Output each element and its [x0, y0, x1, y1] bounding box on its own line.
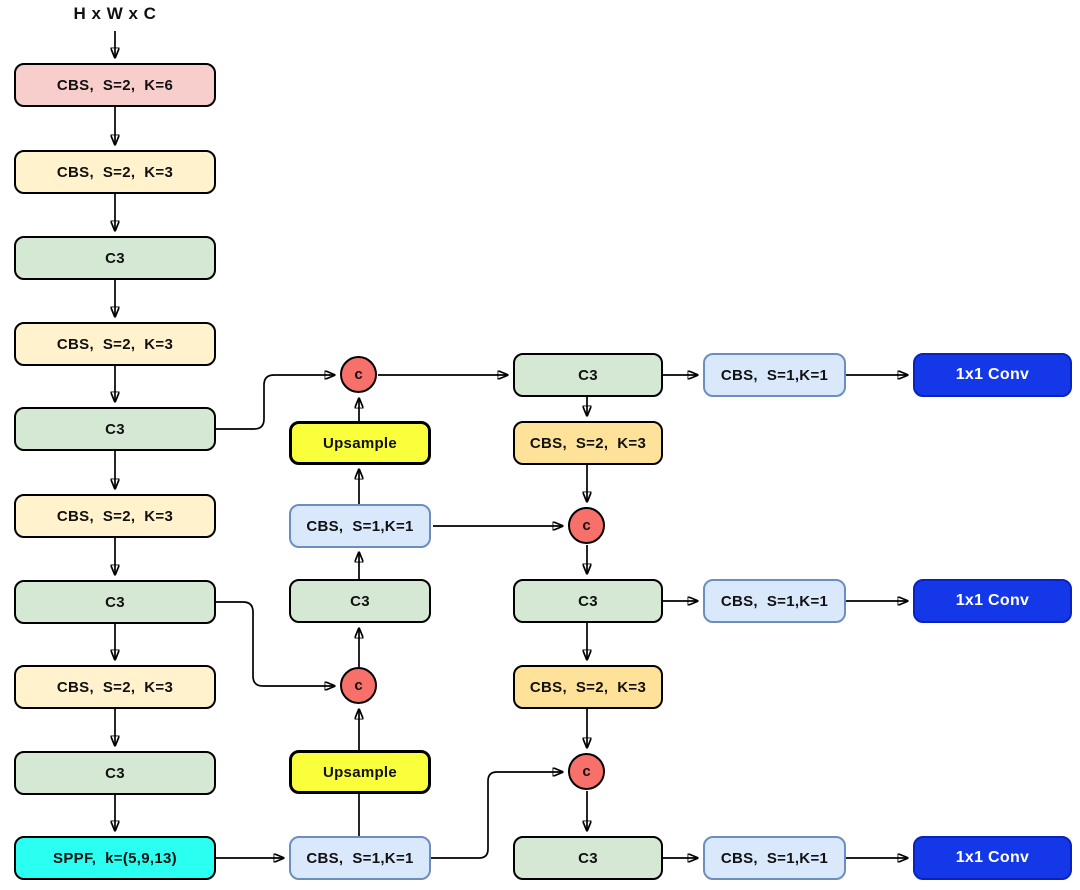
backbone-c3-box-3: C3 — [14, 580, 216, 624]
neck-cbs-box-2: CBS, S=1,K=1 — [289, 836, 431, 880]
conv-1x1-box-3: 1x1 Conv — [913, 836, 1072, 880]
conv-1x1-box-2: 1x1 Conv — [913, 579, 1072, 623]
output-cbs-box-3: CBS, S=1,K=1 — [703, 836, 846, 880]
head-cbs-down-box-2: CBS, S=2, K=3 — [513, 665, 663, 709]
backbone-cbs-box-1: CBS, S=2, K=3 — [14, 150, 216, 194]
head-c3-box-p3: C3 — [513, 353, 663, 397]
backbone-cbs-box-4: CBS, S=2, K=3 — [14, 665, 216, 709]
backbone-c3-box-2: C3 — [14, 407, 216, 451]
conv-1x1-box-1: 1x1 Conv — [913, 353, 1072, 397]
backbone-cbs-k6-box: CBS, S=2, K=6 — [14, 63, 216, 107]
backbone-c3-box-1: C3 — [14, 236, 216, 280]
concat-circle-4: c — [568, 753, 605, 790]
neck-cbs-box-1: CBS, S=1,K=1 — [289, 504, 431, 548]
head-c3-box-p4: C3 — [513, 579, 663, 623]
backbone-c3-box-4: C3 — [14, 751, 216, 795]
output-cbs-box-1: CBS, S=1,K=1 — [703, 353, 846, 397]
neck-upsample-box-1: Upsample — [289, 421, 431, 465]
flow-edges — [115, 31, 908, 858]
neck-c3-box: C3 — [289, 579, 431, 623]
concat-circle-3: c — [568, 507, 605, 544]
backbone-cbs-box-2: CBS, S=2, K=3 — [14, 322, 216, 366]
concat-circle-2: c — [340, 667, 377, 704]
neck-upsample-box-2: Upsample — [289, 750, 431, 794]
backbone-sppf-box: SPPF, k=(5,9,13) — [14, 836, 216, 880]
output-cbs-box-2: CBS, S=1,K=1 — [703, 579, 846, 623]
concat-circle-1: c — [340, 356, 377, 393]
input-dims-label: H x W x C — [73, 4, 157, 23]
head-c3-box-p5: C3 — [513, 836, 663, 880]
head-cbs-down-box-1: CBS, S=2, K=3 — [513, 421, 663, 465]
backbone-cbs-box-3: CBS, S=2, K=3 — [14, 494, 216, 538]
